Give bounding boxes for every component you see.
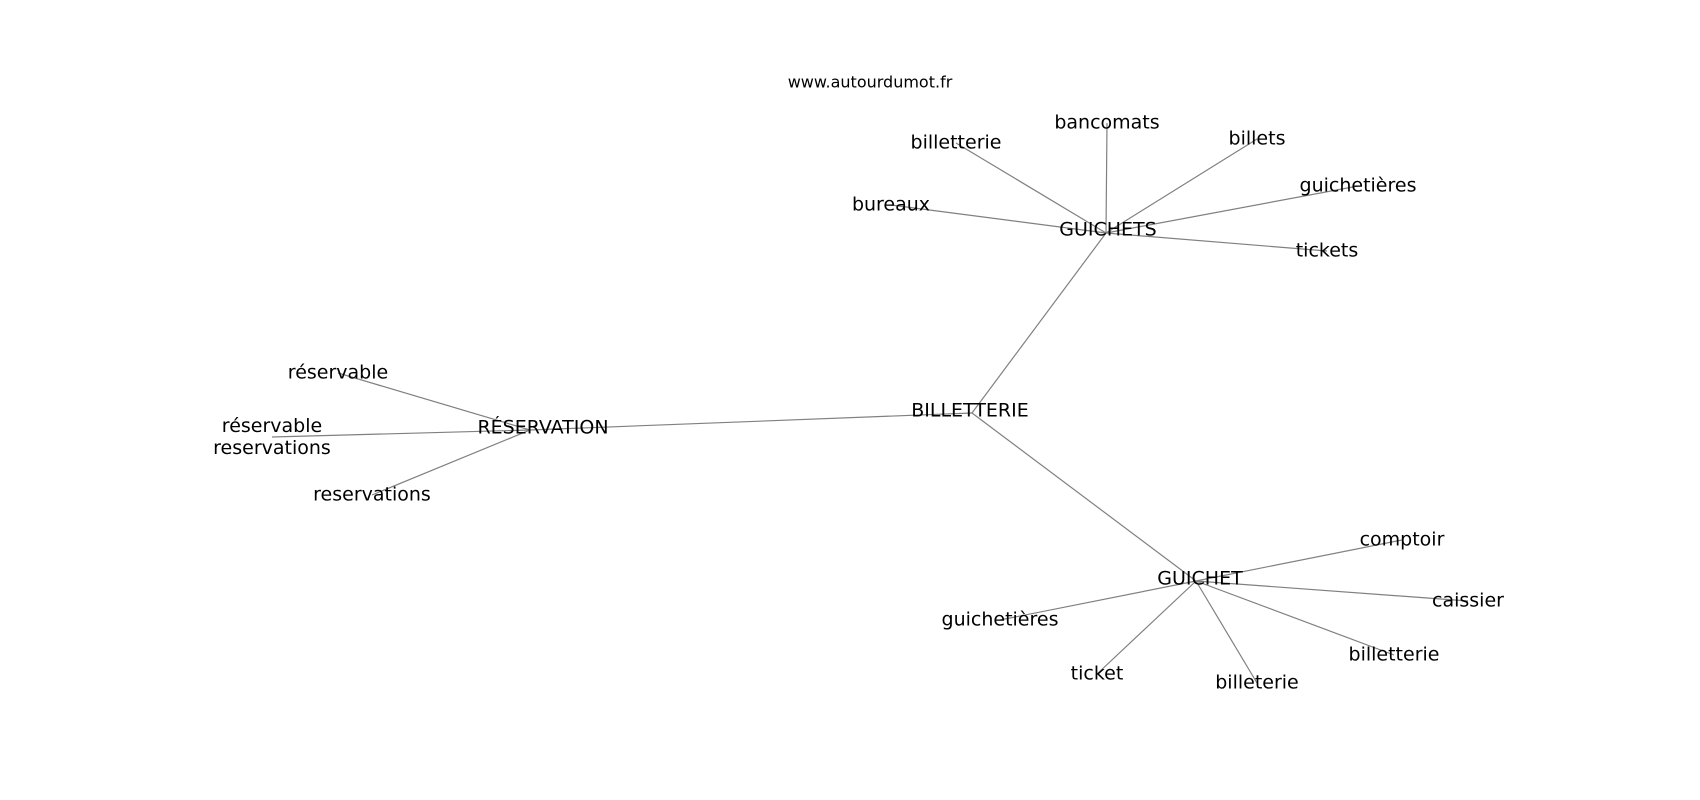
node-label-gs_billetterie: billetterie [911, 132, 1002, 154]
node-label-g_guichetieres: guichetières [942, 609, 1059, 631]
edge-billetterie_center-reservation [529, 412, 973, 431]
edge-guichets-gs_billetterie [955, 142, 1107, 234]
edge-guichet-g_billetterie [1195, 580, 1395, 656]
node-label-gs_tickets: tickets [1296, 240, 1359, 262]
edge-guichets-gs_bancomats [1105, 122, 1108, 234]
node-label-guichets: GUICHETS [1059, 219, 1156, 241]
node-label-r_reservable: réservable [288, 362, 388, 384]
edge-guichet-g_ticket [1096, 580, 1197, 675]
graph-nodes: BILLETTERIE GUICHETS RÉSERVATION GUICHET ban… [213, 112, 1504, 694]
edge-billetterie_center-guichets [971, 232, 1107, 414]
node-label-g_billetterie: billetterie [1349, 644, 1440, 666]
node-label-guichet: GUICHET [1157, 568, 1243, 590]
graph-edges [271, 122, 1469, 684]
node-label-gs_billets: billets [1229, 128, 1286, 150]
node-label-g_caissier: caissier [1432, 590, 1504, 612]
node-label-billetterie_center: BILLETTERIE [911, 400, 1029, 422]
edge-reservation-r_reservable_reservations [271, 429, 531, 438]
edge-guichet-g_comptoir [1195, 539, 1403, 582]
edge-guichets-gs_billets [1105, 138, 1258, 234]
edge-guichets-gs_guichetieres [1105, 185, 1359, 234]
node-label-g_comptoir: comptoir [1360, 529, 1445, 551]
edge-billetterie_center-guichet [971, 412, 1197, 582]
edge-reservation-r_reservable [337, 372, 531, 431]
node-label-reservation: RÉSERVATION [477, 416, 608, 439]
edge-guichet-g_billeterie [1195, 580, 1258, 684]
site-url-label: www.autourdumot.fr [788, 73, 953, 92]
edge-guichets-gs_tickets [1105, 232, 1328, 252]
edge-guichet-g_caissier [1195, 580, 1469, 602]
edge-guichets-gs_bureaux [890, 204, 1107, 234]
node-label-gs_guichetieres: guichetières [1300, 175, 1417, 197]
edge-reservation-r_reservations [371, 429, 531, 496]
node-label-gs_bancomats: bancomats [1054, 112, 1159, 134]
node-label-g_ticket: ticket [1071, 663, 1124, 685]
node-label-g_billeterie: billeterie [1215, 672, 1299, 694]
node-label-r_reservations: reservations [313, 484, 431, 506]
edge-guichet-g_guichetieres [999, 580, 1197, 621]
node-label-gs_bureaux: bureaux [852, 194, 930, 216]
